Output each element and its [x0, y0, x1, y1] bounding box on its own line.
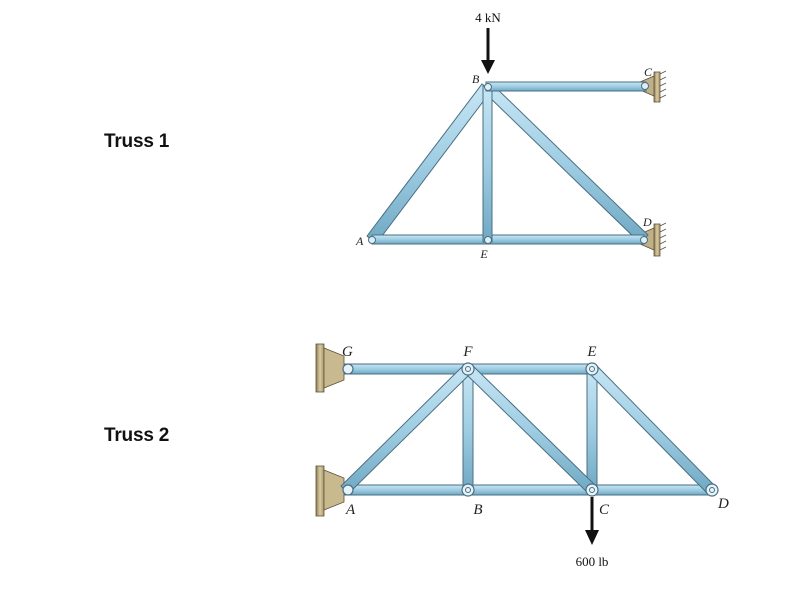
- member-gf: [343, 363, 469, 375]
- truss-1: 4 kN A B C D E: [355, 10, 667, 261]
- member-cd: [591, 484, 713, 496]
- member-fc: [464, 364, 597, 495]
- truss-2-label-b: B: [473, 502, 482, 518]
- truss-2-label-g: G: [342, 344, 353, 360]
- truss-2-label-f: F: [462, 344, 473, 360]
- member-ed: [588, 364, 716, 495]
- member-bc: [485, 81, 647, 92]
- pin-e: [585, 362, 599, 376]
- truss-2: 600 lb G F E A B C D: [315, 343, 729, 569]
- member-ec: [586, 368, 598, 491]
- member-be: [482, 85, 493, 243]
- truss-1-title: Truss 1: [104, 131, 170, 152]
- pin-a: [342, 484, 354, 496]
- truss-1-label-c: C: [644, 65, 653, 79]
- truss-1-load-label: 4 kN: [475, 10, 501, 25]
- member-bc: [467, 484, 593, 496]
- truss-2-support-g: [315, 343, 345, 393]
- pin-d: [705, 483, 719, 497]
- truss-2-label-a: A: [345, 502, 356, 518]
- pin-e: [484, 236, 492, 244]
- truss-1-label-a: A: [355, 234, 364, 248]
- truss-1-label-d: D: [642, 215, 652, 229]
- member-af: [340, 364, 472, 495]
- member-fe: [467, 363, 593, 375]
- truss-2-load-label: 600 lb: [576, 554, 609, 569]
- truss-2-support-a: [315, 465, 345, 517]
- truss-2-label-c: C: [599, 502, 610, 518]
- pin-b: [484, 83, 492, 91]
- truss-1-label-e: E: [479, 247, 488, 261]
- member-ab: [366, 83, 492, 245]
- pin-a: [368, 236, 376, 244]
- truss-1-load-arrow: [481, 28, 495, 74]
- member-fb: [462, 368, 474, 491]
- truss-1-label-b: B: [472, 72, 480, 86]
- pin-c: [641, 82, 649, 90]
- member-ab: [343, 484, 469, 496]
- truss-2-load-arrow: [585, 497, 599, 545]
- truss-2-title: Truss 2: [104, 425, 170, 446]
- pin-d: [640, 236, 648, 244]
- pin-g: [342, 363, 354, 375]
- pin-c: [585, 483, 599, 497]
- pin-f: [461, 362, 475, 376]
- truss-2-label-e: E: [586, 344, 596, 360]
- member-ae: [371, 234, 645, 245]
- truss-2-label-d: D: [717, 496, 729, 512]
- member-bd: [482, 83, 649, 244]
- pin-b: [461, 483, 475, 497]
